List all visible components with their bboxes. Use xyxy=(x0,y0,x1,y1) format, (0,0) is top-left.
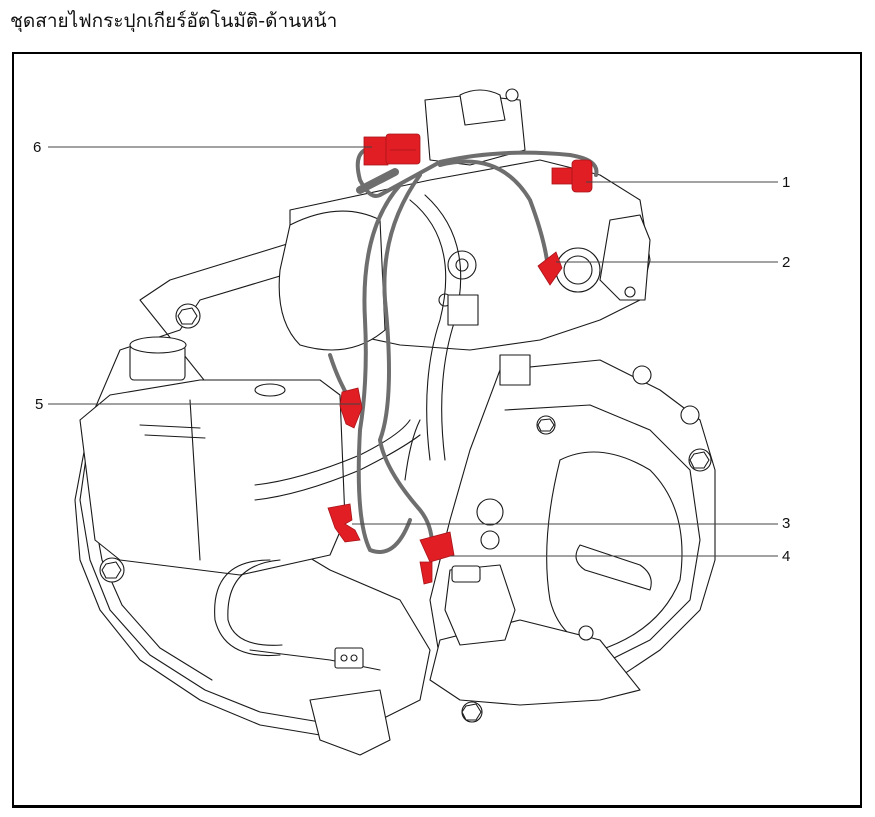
wiring-harness xyxy=(328,146,599,554)
filler-cap-top xyxy=(129,336,187,354)
connector-3 xyxy=(327,503,361,543)
reservoir-ridge xyxy=(139,424,206,439)
outlet-flange xyxy=(599,214,651,301)
figure-frame xyxy=(12,52,862,808)
callout-1: 1 xyxy=(782,174,791,191)
bell-housing-inner xyxy=(79,429,321,723)
clip-hole xyxy=(350,654,358,662)
callout-4: 4 xyxy=(782,548,791,565)
connectors xyxy=(327,133,593,585)
connector-4 xyxy=(419,531,455,585)
leader-lines xyxy=(48,146,778,557)
connector-1 xyxy=(551,159,593,193)
callout-6: 6 xyxy=(33,139,42,156)
flange-hole xyxy=(624,286,636,298)
harness-tube xyxy=(404,419,421,481)
connector-5 xyxy=(339,387,363,429)
callout-5: 5 xyxy=(35,396,44,413)
shift-clip xyxy=(334,647,364,669)
sensor-cap xyxy=(451,565,481,583)
clip-hole xyxy=(340,654,348,662)
callout-3: 3 xyxy=(782,515,791,532)
connector-6 xyxy=(363,133,421,166)
valve-body-cap xyxy=(459,89,506,126)
page-title: ชุดสายไฟกระปุกเกียร์อัตโนมัติ-ด้านหน้า xyxy=(10,10,338,32)
speed-sensor xyxy=(444,564,516,646)
reservoir-inner xyxy=(189,399,201,561)
transmission-body xyxy=(74,88,716,756)
pipe-loop xyxy=(214,559,283,657)
reservoir-box xyxy=(79,379,346,576)
solenoid-dome xyxy=(278,210,386,351)
connector-2 xyxy=(537,251,563,286)
sensor-stub2 xyxy=(447,294,479,326)
callout-2: 2 xyxy=(782,254,791,271)
selector-lever xyxy=(309,689,391,756)
reservoir-nub xyxy=(254,383,286,397)
hose xyxy=(409,199,447,461)
stud xyxy=(505,88,519,102)
side-cover-boss xyxy=(546,451,683,651)
sensor-stub xyxy=(499,354,531,386)
